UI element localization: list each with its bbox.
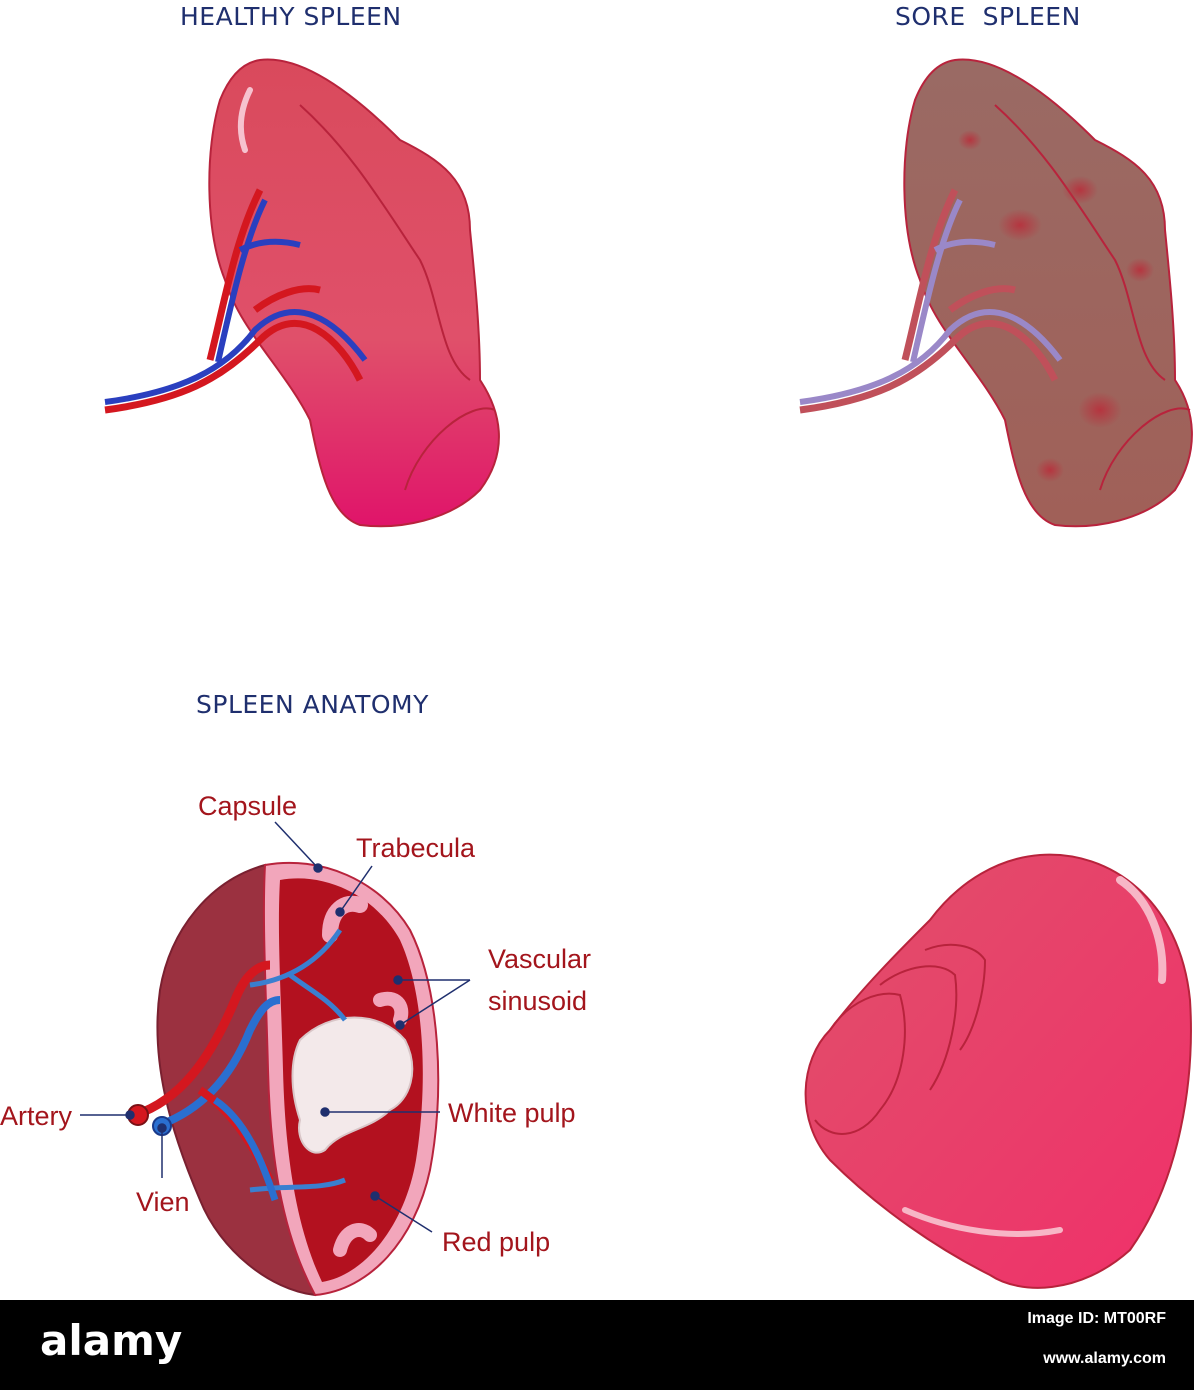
label-trabecula: Trabecula — [356, 833, 476, 863]
leader-lines — [80, 821, 471, 1233]
label-vien: Vien — [136, 1187, 190, 1217]
footer-url[interactable]: www.alamy.com — [1043, 1350, 1166, 1367]
healthy-spleen-body — [208, 58, 500, 528]
spleen-side-body — [804, 853, 1192, 1289]
label-capsule: Capsule — [198, 791, 298, 821]
healthy-spleen-title: HEALTHY SPLEEN — [180, 2, 402, 31]
label-sinusoid: sinusoid — [488, 986, 588, 1016]
footer-bar — [0, 1300, 1194, 1390]
label-vascular: Vascular — [488, 944, 592, 974]
spleen-anatomy-title: SPLEEN ANATOMY — [196, 690, 429, 719]
healthy-spleen — [104, 58, 500, 528]
spleen-side-view — [804, 853, 1192, 1289]
sore-spleen-body — [903, 58, 1193, 528]
white-pulp-region — [291, 1016, 414, 1154]
alamy-logo: alamy — [40, 1316, 183, 1365]
label-white-pulp: White pulp — [448, 1098, 576, 1128]
illustrations — [80, 58, 1193, 1297]
image-id: Image ID: MT00RF — [1027, 1310, 1166, 1327]
sore-spleen — [799, 58, 1193, 528]
spleen-anatomy-diagram — [80, 821, 471, 1297]
sore-spleen-title: SORE SPLEEN — [895, 2, 1081, 31]
label-artery: Artery — [0, 1101, 73, 1131]
label-red-pulp: Red pulp — [442, 1227, 551, 1257]
